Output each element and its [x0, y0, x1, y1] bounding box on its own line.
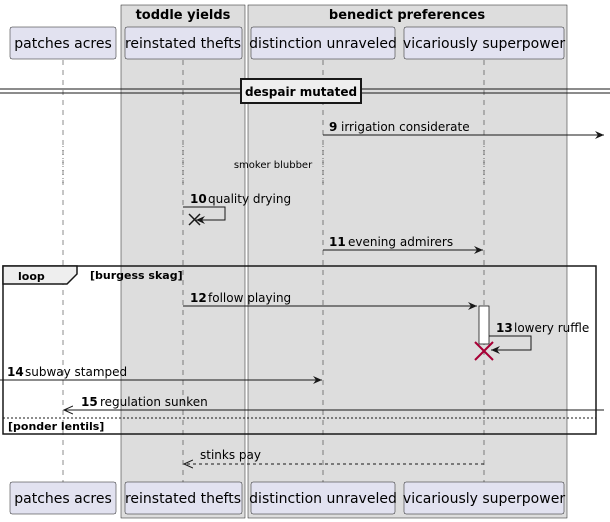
message-11[interactable]: 11 evening admirers: [323, 235, 483, 254]
message-label: stinks pay: [200, 448, 261, 462]
participant-distinction-unraveled-top[interactable]: distinction unraveled: [249, 26, 397, 60]
loop-keyword: loop: [18, 270, 45, 283]
loop-guard: [burgess skag]: [90, 269, 183, 282]
participant-label: vicariously superpower: [403, 36, 565, 52]
message-15[interactable]: 15 regulation sunken: [64, 395, 604, 410]
participant-vicariously-superpower-top[interactable]: vicariously superpower: [403, 26, 565, 60]
destroy-x-icon: [188, 213, 201, 226]
activation-bar: [478, 305, 490, 345]
message-label: evening admirers: [348, 235, 453, 249]
message-label: lowery ruffle: [514, 321, 589, 335]
loop-fragment: loop [burgess skag] [ponder lentils]: [2, 265, 597, 435]
loop-else-guard: [ponder lentils]: [8, 420, 104, 433]
destroy-x-icon: [474, 341, 494, 361]
delay-label: smoker blubber: [234, 160, 313, 171]
participant-label: reinstated thefts: [125, 491, 241, 507]
participant-label: distinction unraveled: [249, 36, 397, 52]
participant-label: patches acres: [14, 491, 112, 507]
message-number: 15: [81, 395, 98, 409]
participant-label: vicariously superpower: [403, 491, 565, 507]
participant-label: patches acres: [14, 36, 112, 52]
message-9[interactable]: 9 irrigation considerate: [323, 120, 604, 139]
participant-patches-acres-bottom[interactable]: patches acres: [9, 481, 117, 515]
delay-smoker-blubber: smoker blubber: [62, 146, 485, 183]
participant-label: distinction unraveled: [249, 491, 397, 507]
message-label: follow playing: [208, 291, 291, 305]
message-label: quality drying: [208, 192, 291, 206]
divider-despair-mutated: despair mutated: [0, 78, 610, 104]
message-number: 13: [496, 321, 513, 335]
box-title-toddle-yields: toddle yields: [136, 8, 231, 23]
participant-distinction-unraveled-bottom[interactable]: distinction unraveled: [249, 481, 397, 515]
message-number: 11: [329, 235, 346, 249]
message-14[interactable]: 14 subway stamped: [0, 365, 322, 384]
message-number: 14: [7, 365, 24, 379]
participant-patches-acres-top[interactable]: patches acres: [9, 26, 117, 60]
message-label: irrigation considerate: [341, 120, 470, 134]
participant-vicariously-superpower-bottom[interactable]: vicariously superpower: [403, 481, 565, 515]
message-number: 12: [190, 291, 207, 305]
message-label: regulation sunken: [100, 395, 208, 409]
participant-label: reinstated thefts: [125, 36, 241, 52]
message-13[interactable]: 13 lowery ruffle: [489, 321, 589, 354]
participant-reinstated-thefts-bottom[interactable]: reinstated thefts: [124, 481, 243, 515]
divider-label: despair mutated: [245, 85, 357, 99]
message-stinks-pay[interactable]: stinks pay: [184, 448, 484, 464]
message-number: 10: [190, 192, 207, 206]
box-title-benedict-preferences: benedict preferences: [329, 8, 485, 23]
message-12[interactable]: 12 follow playing: [183, 291, 477, 310]
message-10[interactable]: 10 quality drying: [183, 192, 291, 226]
participant-reinstated-thefts-top[interactable]: reinstated thefts: [124, 26, 243, 60]
message-number: 9: [329, 120, 337, 134]
message-label: subway stamped: [25, 365, 127, 379]
